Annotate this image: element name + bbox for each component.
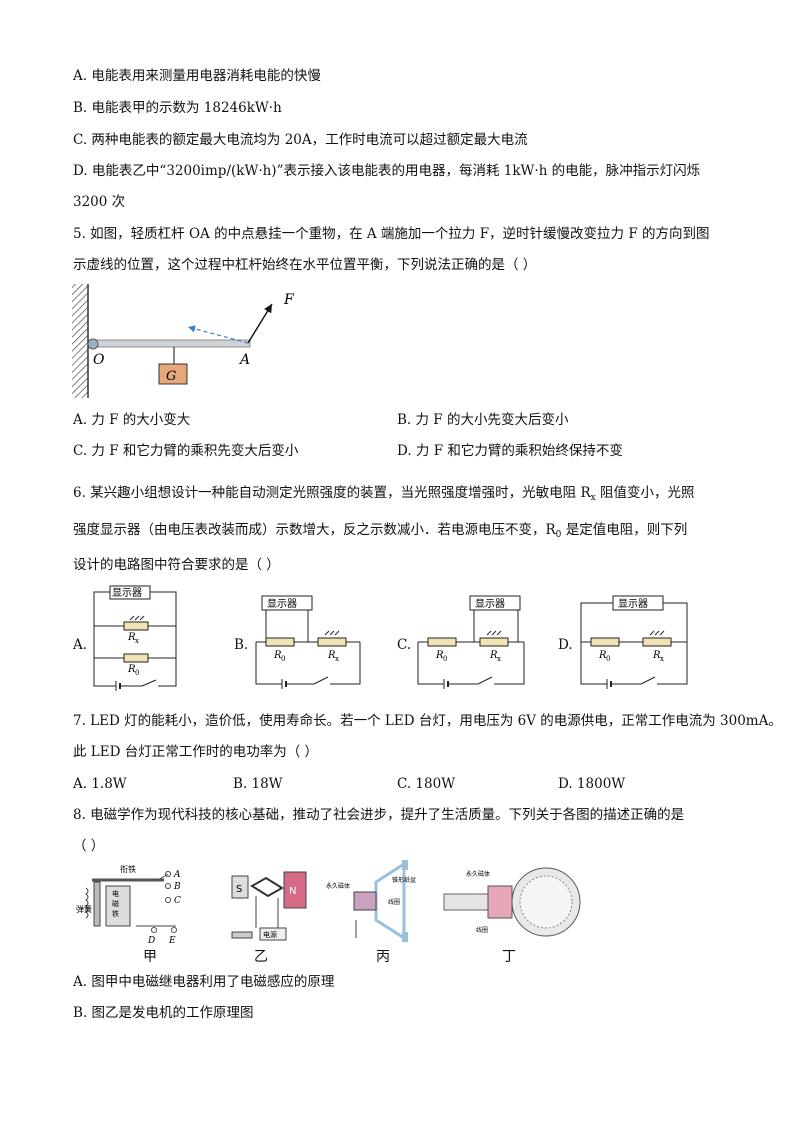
circuit-d-label: D. xyxy=(558,637,573,653)
svg-text:显示器: 显示器 xyxy=(112,587,142,599)
svg-text:x: x xyxy=(335,655,339,663)
q5-stem-line1: 5. 如图，轻质杠杆 OA 的中点悬挂一个重物，在 A 端施加一个拉力 F，逆时… xyxy=(73,226,710,242)
q6-stem-line3: 设计的电路图中符合要求的是（ ） xyxy=(73,557,280,573)
svg-text:C: C xyxy=(174,896,181,906)
lever-bar xyxy=(91,339,251,348)
q5-option-a: A. 力 F 的大小变大 xyxy=(73,412,191,428)
q5-option-b: B. 力 F 的大小先变大后变小 xyxy=(397,412,569,428)
speaker-figure: 永久磁体 锥形纸盆 线圈 xyxy=(326,860,416,942)
svg-text:衔铁: 衔铁 xyxy=(120,864,136,874)
label-o: O xyxy=(93,352,105,368)
q5-stem-line2: 示虚线的位置，这个过程中杠杆始终在水平位置平衡，下列说法正确的是（ ） xyxy=(73,257,537,273)
wall-hatch xyxy=(72,284,88,398)
svg-text:显示器: 显示器 xyxy=(267,598,297,610)
svg-text:0: 0 xyxy=(281,655,285,663)
svg-text:永久磁体: 永久磁体 xyxy=(466,870,490,878)
svg-text:E: E xyxy=(168,936,176,946)
q7-option-c: C. 180W xyxy=(397,776,456,792)
svg-text:弹簧: 弹簧 xyxy=(76,904,92,914)
motor-figure: S N 电源 xyxy=(231,871,307,941)
q7-option-b: B. 18W xyxy=(233,776,283,792)
svg-text:铁: 铁 xyxy=(112,909,119,918)
q4-option-a: A. 电能表用来测量用电器消耗电能的快慢 xyxy=(73,68,321,84)
q5-option-c: C. 力 F 和它力臂的乘积先变大后变小 xyxy=(73,443,299,459)
svg-text:0: 0 xyxy=(606,655,610,663)
q8-option-b: B. 图乙是发电机的工作原理图 xyxy=(73,1005,254,1021)
q7-option-a: A. 1.8W xyxy=(73,776,127,792)
svg-text:B: B xyxy=(173,882,181,892)
dashed-force-arrow xyxy=(187,325,249,344)
circuit-b-label: B. xyxy=(234,637,249,653)
svg-text:R: R xyxy=(127,632,136,643)
svg-text:D: D xyxy=(147,936,155,946)
circuit-c-label: C. xyxy=(397,637,412,653)
q7-stem-line2: 此 LED 台灯正常工作时的电功率为（ ） xyxy=(73,744,319,760)
svg-text:N: N xyxy=(289,886,296,897)
pivot-o xyxy=(87,338,99,350)
svg-text:x: x xyxy=(660,655,664,663)
label-g: G xyxy=(166,369,176,384)
svg-text:R: R xyxy=(489,650,498,661)
svg-text:R: R xyxy=(652,650,661,661)
caption-jia: 甲 xyxy=(143,949,157,965)
label-f: F xyxy=(283,292,295,308)
caption-yi: 乙 xyxy=(254,949,268,965)
q8-option-a: A. 图甲中电磁继电器利用了电磁感应的原理 xyxy=(73,974,335,990)
q4-option-c: C. 两种电能表的额定最大电流均为 20A，工作时电流可以超过额定最大电流 xyxy=(73,132,528,148)
svg-text:A: A xyxy=(173,870,181,880)
svg-text:显示器: 显示器 xyxy=(618,598,648,610)
q4-option-d-line2: 3200 次 xyxy=(73,194,126,210)
weight-g xyxy=(158,363,188,385)
q7-option-d: D. 1800W xyxy=(558,776,626,792)
svg-text:永久磁体: 永久磁体 xyxy=(326,882,350,890)
svg-text:x: x xyxy=(135,637,139,645)
q8-stem-line1: 8. 电磁学作为现代科技的核心基础，推动了社会进步，提升了生活质量。下列关于各图… xyxy=(73,807,685,823)
svg-text:锥形纸盆: 锥形纸盆 xyxy=(392,876,416,884)
microphone-figure: 永久磁体 线圈 xyxy=(443,867,581,937)
q6-stem-line2: 强度显示器（由电压表改装而成）示数增大，反之示数减小．若电源电压不变，R0 是定… xyxy=(73,522,688,540)
svg-text:电源: 电源 xyxy=(263,930,277,939)
svg-text:0: 0 xyxy=(443,655,447,663)
q5-option-d: D. 力 F 和它力臂的乘积始终保持不变 xyxy=(397,443,623,459)
svg-text:0: 0 xyxy=(135,669,139,677)
q7-stem-line1: 7. LED 灯的能耗小，造价低，使用寿命长。若一个 LED 台灯，用电压为 6… xyxy=(73,713,782,729)
q8-stem-line2: （ ） xyxy=(73,838,105,854)
svg-text:S: S xyxy=(236,884,242,895)
svg-text:磁: 磁 xyxy=(112,899,119,908)
svg-text:R: R xyxy=(273,650,282,661)
svg-text:x: x xyxy=(497,655,501,663)
svg-text:R: R xyxy=(127,664,136,675)
circuit-a-label: A. xyxy=(73,637,88,653)
svg-text:电: 电 xyxy=(112,889,119,898)
force-f-arrow xyxy=(247,303,273,344)
lever-diagram: F O A G xyxy=(72,284,295,398)
svg-text:R: R xyxy=(435,650,444,661)
q4-option-d-line1: D. 电能表乙中“3200imp/(kW·h)”表示接入该电能表的用电器，每消耗… xyxy=(73,163,701,179)
svg-text:R: R xyxy=(598,650,607,661)
svg-text:线圈: 线圈 xyxy=(476,926,488,934)
q4-option-b: B. 电能表甲的示数为 18246kW·h xyxy=(73,100,282,116)
svg-text:显示器: 显示器 xyxy=(475,598,505,610)
caption-ding: 丁 xyxy=(502,949,516,965)
svg-text:R: R xyxy=(327,650,336,661)
relay-figure: 衔铁 弹簧 电 磁 铁 A B C D E xyxy=(76,864,181,946)
label-a: A xyxy=(238,352,250,368)
caption-bing: 丙 xyxy=(376,949,390,965)
q6-stem-line1: 6. 某兴趣小组想设计一种能自动测定光照强度的装置，当光照强度增强时，光敏电阻 … xyxy=(73,485,695,503)
svg-text:线圈: 线圈 xyxy=(388,898,400,906)
